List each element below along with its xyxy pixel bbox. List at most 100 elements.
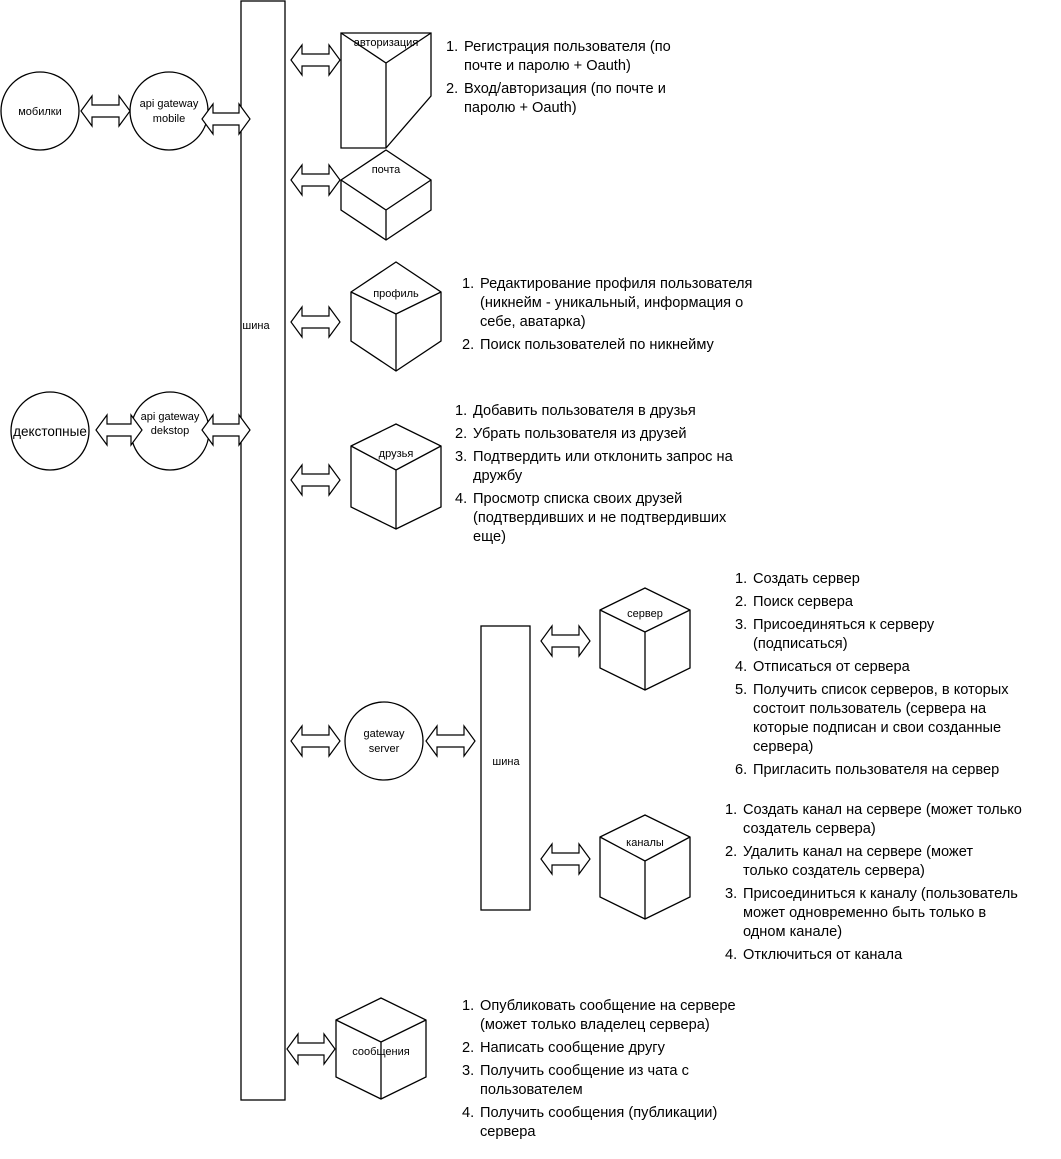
list-item-text: Создать канал на сервере (может только: [743, 802, 1022, 818]
auth-service-cube: авторизация: [340, 32, 432, 149]
gateway-server-label-line1: gateway: [364, 728, 405, 740]
list-item-number: 1.: [455, 403, 468, 419]
list-item-number: 1.: [462, 998, 475, 1014]
list-item-number: 1.: [725, 802, 738, 818]
server-list-item: 4. Отписаться от сервера: [735, 658, 1055, 677]
friends-list-item: 1. Добавить пользователя в друзья: [455, 402, 775, 421]
gateway-mobile-label-line1: api gateway: [140, 98, 199, 110]
mobile-client-node: мобилки: [0, 71, 80, 151]
server-service-label: сервер: [627, 608, 663, 620]
list-item-text: дружбу: [473, 468, 523, 484]
server-list-item: 1. Создать сервер: [735, 570, 1055, 589]
list-item-text: может одновременно быть только в: [743, 905, 987, 921]
list-item-text: пользователем: [480, 1082, 583, 1098]
list-item-number: 2.: [462, 337, 475, 353]
gateway-desktop-label-line1: api gateway: [141, 411, 200, 423]
list-item-text: сервера): [753, 739, 814, 755]
server-bus-label: шина: [492, 756, 520, 768]
list-item-number: 2.: [725, 844, 738, 860]
list-item-text: Написать сообщение другу: [480, 1040, 665, 1056]
list-item-text: сервера: [480, 1124, 536, 1140]
friends-service-cube: друзья: [350, 423, 442, 530]
list-item-text: Отключиться от канала: [743, 947, 903, 963]
list-item-text: создатель сервера): [743, 821, 876, 837]
server-service-cube: сервер: [599, 587, 691, 691]
gateway-server-node: gateway server: [344, 701, 424, 781]
list-item-text: Поиск сервера: [753, 594, 853, 610]
list-item-text: Отписаться от сервера: [753, 659, 910, 675]
list-item-number: 1.: [735, 571, 748, 587]
list-item-text: Убрать пользователя из друзей: [473, 426, 687, 442]
gateway-mobile-label-line2: mobile: [153, 113, 185, 125]
main-bus-label: шина: [242, 320, 270, 332]
channels-list-item: 4. Отключиться от канала: [725, 946, 1057, 965]
messages-list-item: 3. Получить сообщение из чата с пользовате…: [462, 1062, 782, 1100]
arrow-mobile-to-gateway: [80, 94, 131, 128]
gateway-mobile-node: api gateway mobile: [129, 71, 209, 151]
list-item-text: Получить список серверов, в которых: [753, 682, 1009, 698]
gateway-server-label-line2: server: [369, 743, 400, 755]
arrow-bus-to-profile: [290, 305, 341, 339]
list-item-text: только создатель сервера): [743, 863, 925, 879]
channels-list-item: 1. Создать канал на сервере (может только…: [725, 801, 1057, 839]
friends-list-item: 4.Просмотр списка своих друзей(подтверди…: [455, 490, 775, 547]
list-item-text: Вход/авторизация (по почте и: [464, 81, 666, 97]
server-list-item: 6.Пригласить пользователя на сервер: [735, 761, 1055, 780]
desktop-client-node: декстопные: [10, 391, 90, 471]
list-item-number: 3.: [735, 617, 748, 633]
list-item-number: 4.: [725, 947, 738, 963]
arrow-bus-to-gateway-server: [290, 724, 341, 758]
messages-service-cube: сообщения: [335, 997, 427, 1100]
auth-service-label: авторизация: [354, 37, 419, 49]
list-item-number: 3.: [462, 1063, 475, 1079]
arrow-gateway-desktop-to-bus: [201, 413, 251, 447]
list-item-text: Просмотр списка своих друзей: [473, 491, 683, 507]
channels-service-label: каналы: [626, 837, 664, 849]
profile-feature-list: 1.Редактирование профиля пользователя(ни…: [462, 275, 802, 359]
list-item-text: Добавить пользователя в друзья: [473, 403, 696, 419]
friends-list-item: 3. Подтвердить или отклонить запрос на дру…: [455, 448, 775, 486]
list-item-number: 4.: [735, 659, 748, 675]
main-bus: [240, 0, 286, 1101]
arrow-gateway-mobile-to-bus: [201, 102, 251, 136]
profile-list-item: 2.Поиск пользователей по никнейму: [462, 336, 802, 355]
messages-list-item: 2. Написать сообщение другу: [462, 1039, 782, 1058]
list-item-text: почте и паролю + Oauth): [464, 58, 631, 74]
desktop-client-label: декстопные: [13, 424, 87, 439]
gateway-desktop-label-line2: dekstop: [151, 425, 190, 437]
list-item-number: 2.: [462, 1040, 475, 1056]
profile-list-item: 1.Редактирование профиля пользователя(ни…: [462, 275, 802, 332]
messages-feature-list: 1. Опубликовать сообщение на сервере (може…: [462, 997, 782, 1146]
list-item-text: которые подписан и свои созданные: [753, 720, 1002, 736]
list-item-text: состоит пользователь (сервера на: [753, 701, 987, 717]
arrow-bus-to-mail: [290, 163, 341, 197]
list-item-number: 6.: [735, 762, 748, 778]
mobile-client-label: мобилки: [18, 106, 62, 118]
list-item-text: Опубликовать сообщение на сервере: [480, 998, 736, 1014]
list-item-text: Создать сервер: [753, 571, 860, 587]
list-item-text: себе, аватарка): [480, 314, 586, 330]
list-item-text: одном канале): [743, 924, 843, 940]
profile-service-cube: профиль: [350, 261, 442, 372]
arrow-bus-to-friends: [290, 463, 341, 497]
arrow-bus-to-auth: [290, 43, 341, 77]
list-item-number: 3.: [725, 886, 738, 902]
list-item-number: 1.: [446, 39, 459, 55]
list-item-text: Подтвердить или отклонить запрос на: [473, 449, 733, 465]
channels-service-cube: каналы: [599, 814, 691, 920]
server-list-item: 3.Присоединяться к серверу(подписаться): [735, 616, 1055, 654]
list-item-text: (может только владелец сервера): [480, 1017, 710, 1033]
list-item-number: 3.: [455, 449, 468, 465]
arrow-server-bus-to-channels: [540, 842, 591, 876]
arrow-desktop-to-gateway: [95, 413, 143, 447]
list-item-text: Получить сообщение из чата с: [480, 1063, 689, 1079]
